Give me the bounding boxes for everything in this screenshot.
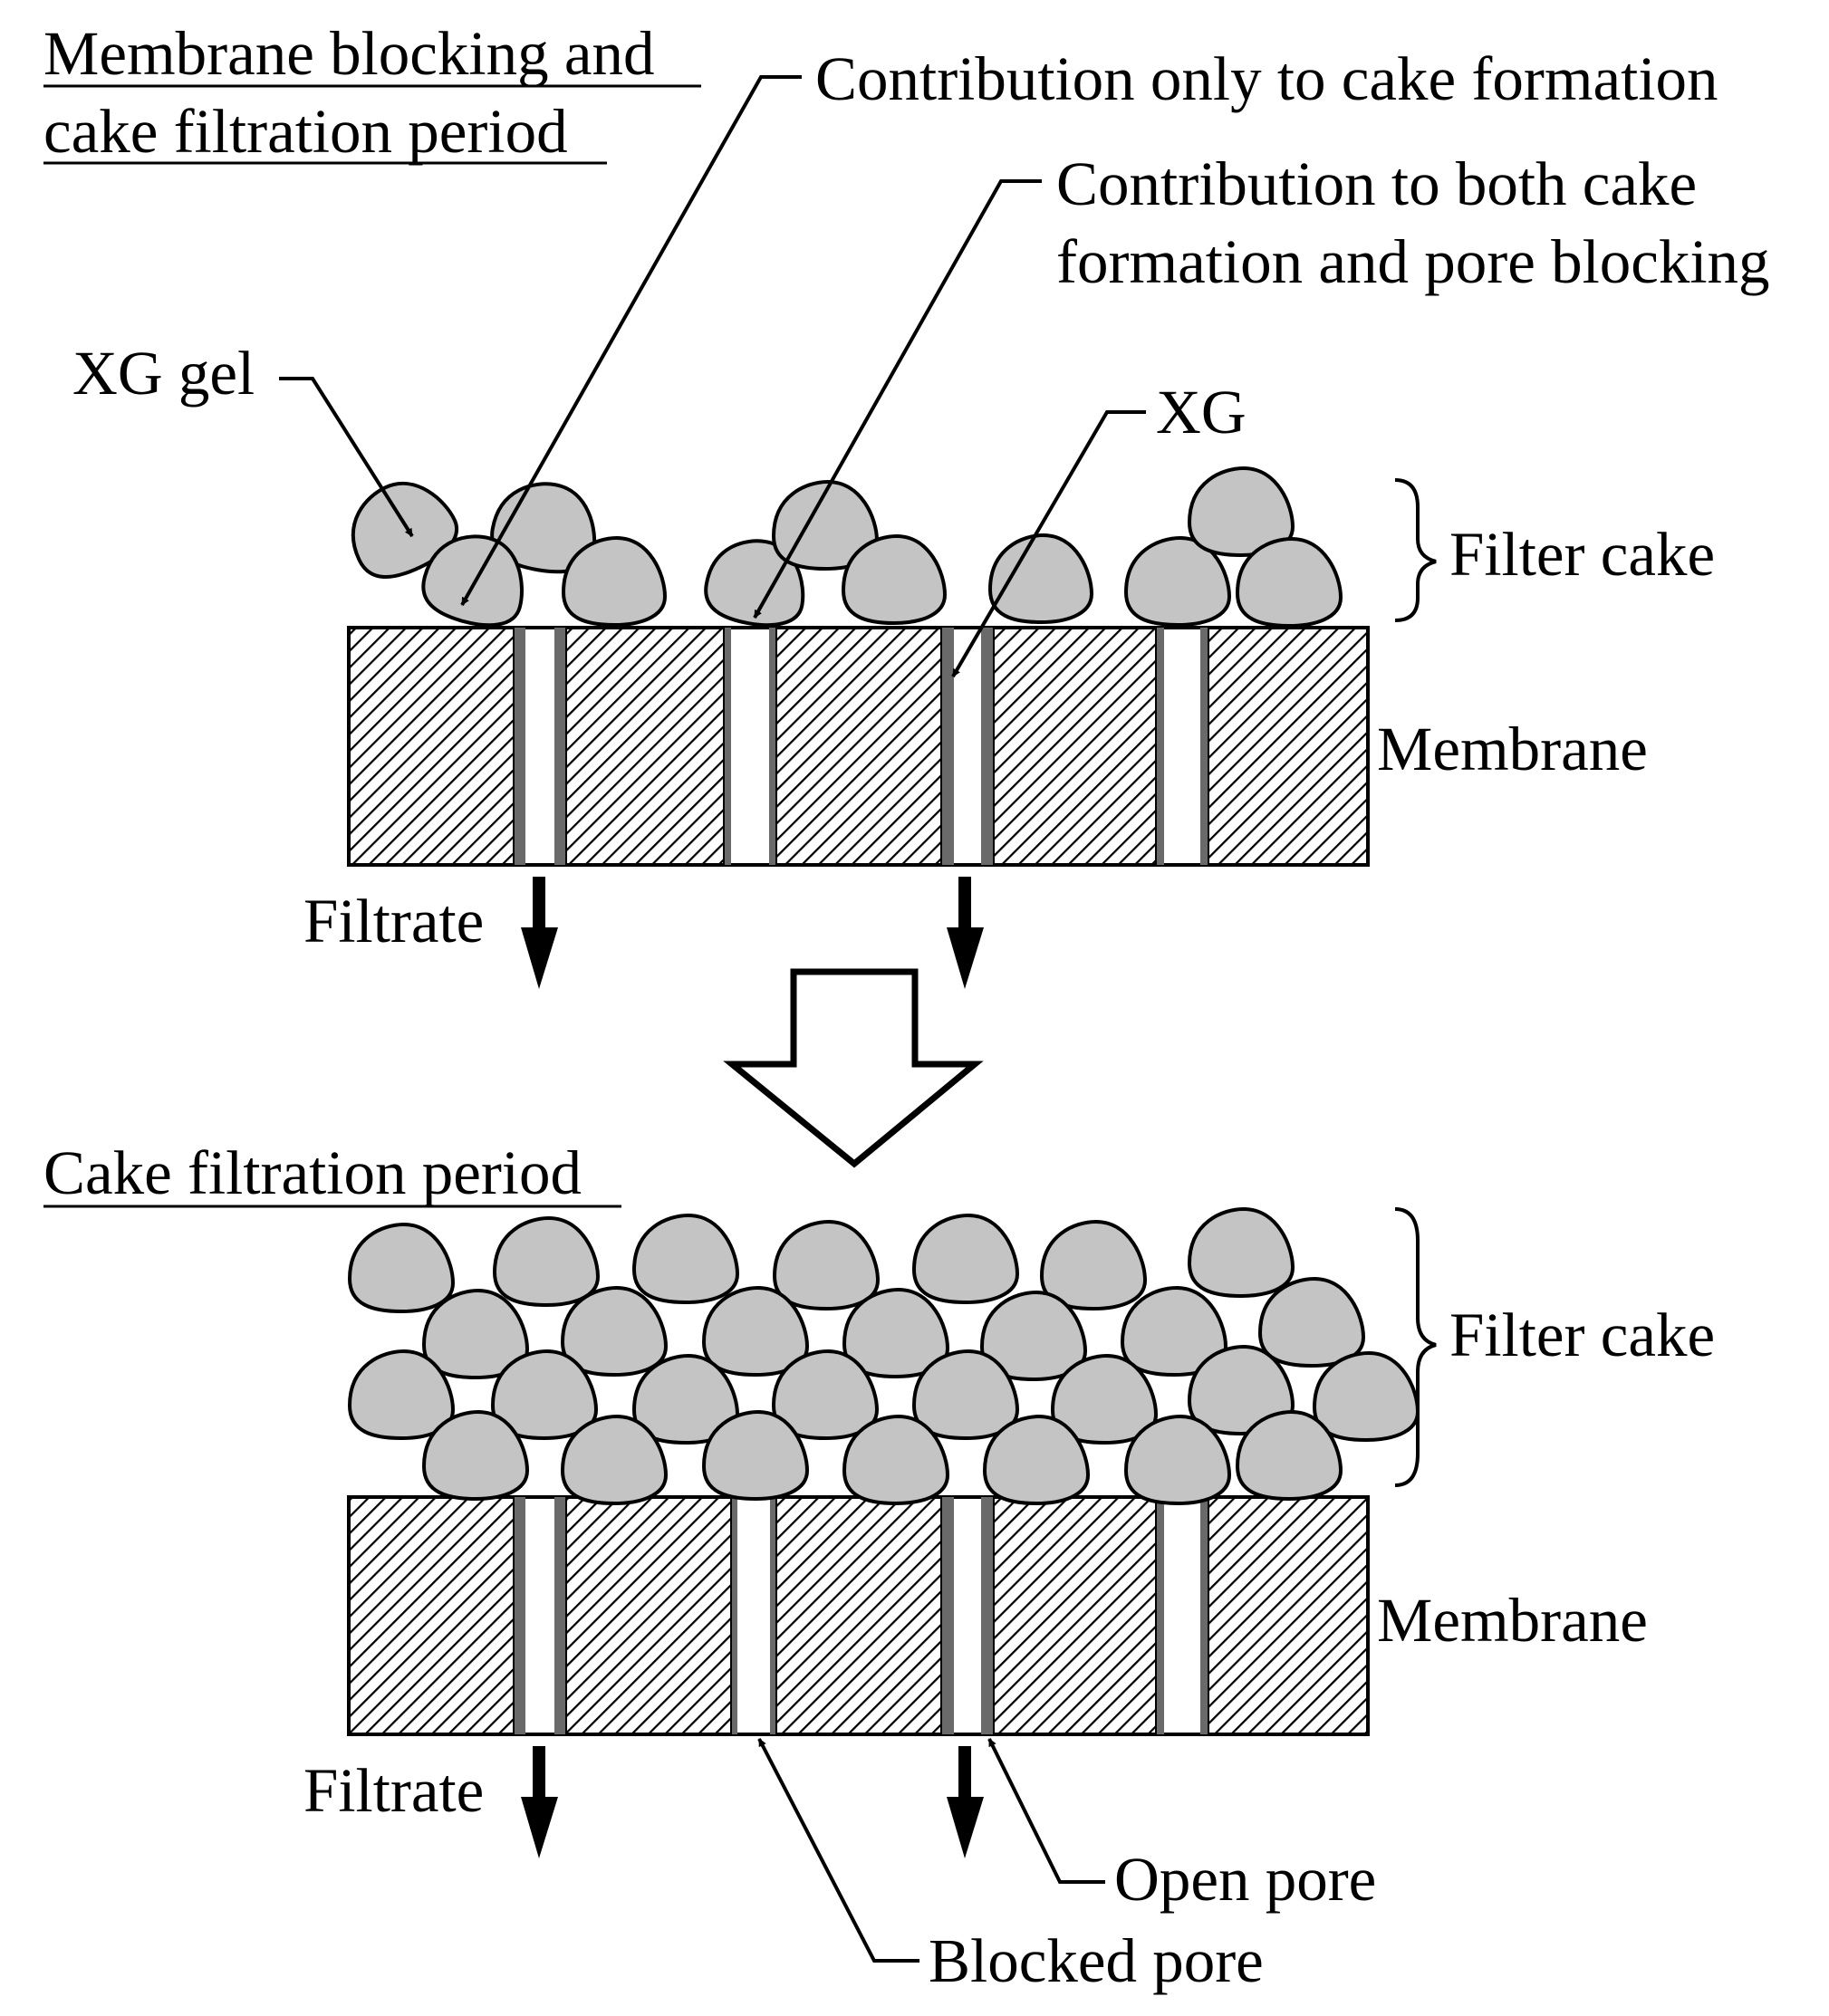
xg-gel-particle-top (421, 534, 524, 628)
xg-gel-particle-bottom (421, 1288, 530, 1380)
deposit-bottom-4b (1200, 1497, 1208, 1734)
xg-gel-particle-bottom (560, 1285, 669, 1378)
deposit-bottom-2b (770, 1497, 775, 1734)
xg-gel-particle-bottom (490, 1349, 599, 1441)
label-xg-gel: XG gel (72, 339, 255, 408)
filtrate-arrow-top-1 (521, 877, 558, 989)
xg-gel-particle-bottom (911, 1349, 1020, 1441)
brace-top (1394, 478, 1437, 622)
xg-gel-particle-bottom (1123, 1414, 1232, 1506)
filter-cake-bottom (347, 1206, 1420, 1506)
xg-gel-particle-top (987, 533, 1094, 625)
label-filter-cake-top: Filter cake (1449, 520, 1715, 589)
xg-gel-particle-bottom (1235, 1409, 1343, 1502)
leader-blocked-pore (757, 1738, 919, 1963)
label-filtrate-top: Filtrate (303, 887, 484, 955)
xg-gel-particle-bottom (1039, 1219, 1148, 1311)
top-panel: Membrane blocking and cake filtration pe… (43, 19, 1770, 989)
pore-bottom-4 (1155, 1495, 1209, 1736)
xg-gel-particle-bottom (1257, 1276, 1366, 1368)
label-membrane-top: Membrane (1377, 715, 1648, 783)
deposit-top-2b (769, 628, 775, 865)
xg-gel-particle-bottom (421, 1409, 530, 1502)
deposit-bottom-4a (1157, 1497, 1164, 1734)
membrane-top (347, 626, 1370, 867)
pore-top-2 (723, 626, 777, 867)
membrane-bottom (347, 1495, 1370, 1736)
label-cake-only: Contribution only to cake formation (815, 44, 1718, 113)
xg-gel-particle-bottom (1050, 1353, 1159, 1445)
deposit-bottom-3b (981, 1497, 993, 1734)
deposit-bottom-1b (554, 1497, 565, 1734)
label-blocked-pore: Blocked pore (929, 1926, 1264, 1995)
xg-gel-particle-bottom (979, 1290, 1088, 1382)
deposit-bottom-3a (942, 1497, 954, 1734)
transition-arrow (723, 968, 984, 1168)
xg-gel-particle-bottom (631, 1213, 740, 1305)
filtrate-arrow-top-2 (947, 877, 984, 989)
leader-cake-only (460, 75, 802, 606)
top-heading-line2: cake filtration period (43, 97, 568, 166)
xg-gel-particle-bottom (492, 1215, 601, 1308)
xg-gel-particle-bottom (560, 1414, 669, 1506)
xg-gel-particle-bottom (347, 1349, 456, 1441)
filtrate-arrow-bottom-1 (521, 1746, 558, 1858)
xg-gel-particle-top (1235, 536, 1343, 629)
deposit-bottom-1a (515, 1497, 525, 1734)
deposit-top-3a (942, 628, 954, 865)
leader-open-pore (987, 1738, 1105, 1884)
label-membrane-bottom: Membrane (1377, 1586, 1648, 1655)
deposit-top-4a (1157, 628, 1164, 865)
xg-gel-particle-bottom (982, 1414, 1091, 1506)
xg-gel-particle-top (841, 533, 948, 626)
deposit-bottom-2a (732, 1497, 737, 1734)
xg-gel-particle-bottom (1312, 1350, 1420, 1443)
label-open-pore: Open pore (1114, 1845, 1376, 1914)
pore-bottom-2 (730, 1495, 777, 1736)
xg-gel-particle-bottom (911, 1213, 1020, 1305)
xg-gel-particle-top (1123, 535, 1232, 628)
deposit-top-1a (515, 628, 525, 865)
filtrate-arrow-bottom-2 (947, 1746, 984, 1858)
leader-xg (951, 410, 1146, 678)
pore-top-4 (1155, 626, 1209, 867)
top-heading-line1: Membrane blocking and (43, 19, 654, 88)
deposit-top-3b (981, 628, 993, 865)
bottom-panel: Cake filtration period Filter cake Membr… (43, 1138, 1715, 1995)
xg-gel-particle-bottom (772, 1219, 881, 1311)
deposit-top-1b (554, 628, 565, 865)
filter-cake-top (351, 466, 1343, 629)
deposit-top-4b (1200, 628, 1208, 865)
xg-gel-particle-bottom (1120, 1285, 1228, 1378)
label-both-line1: Contribution to both cake (1056, 149, 1697, 218)
bottom-heading: Cake filtration period (43, 1138, 582, 1207)
xg-gel-particle-bottom (1187, 1206, 1295, 1299)
leader-xg-gel (279, 377, 414, 538)
xg-gel-particle-bottom (701, 1285, 810, 1378)
xg-gel-particle-top (704, 539, 805, 628)
label-xg: XG (1156, 378, 1247, 446)
xg-gel-particle-bottom (842, 1287, 950, 1379)
xg-gel-particle-bottom (771, 1349, 880, 1441)
label-filtrate-bottom: Filtrate (303, 1756, 484, 1825)
brace-bottom (1394, 1207, 1437, 1487)
deposit-top-2a (725, 628, 731, 865)
leader-both (753, 179, 1042, 619)
xg-gel-particle-bottom (842, 1414, 950, 1506)
xg-gel-particle-top (561, 535, 668, 628)
xg-gel-particle-bottom (347, 1222, 456, 1314)
label-both-line2: formation and pore blocking (1056, 227, 1770, 296)
xg-gel-particle-bottom (1187, 1344, 1295, 1436)
xg-gel-particle-bottom (701, 1409, 810, 1502)
xg-gel-particle-top (1187, 466, 1295, 558)
label-filter-cake-bottom: Filter cake (1449, 1301, 1715, 1369)
